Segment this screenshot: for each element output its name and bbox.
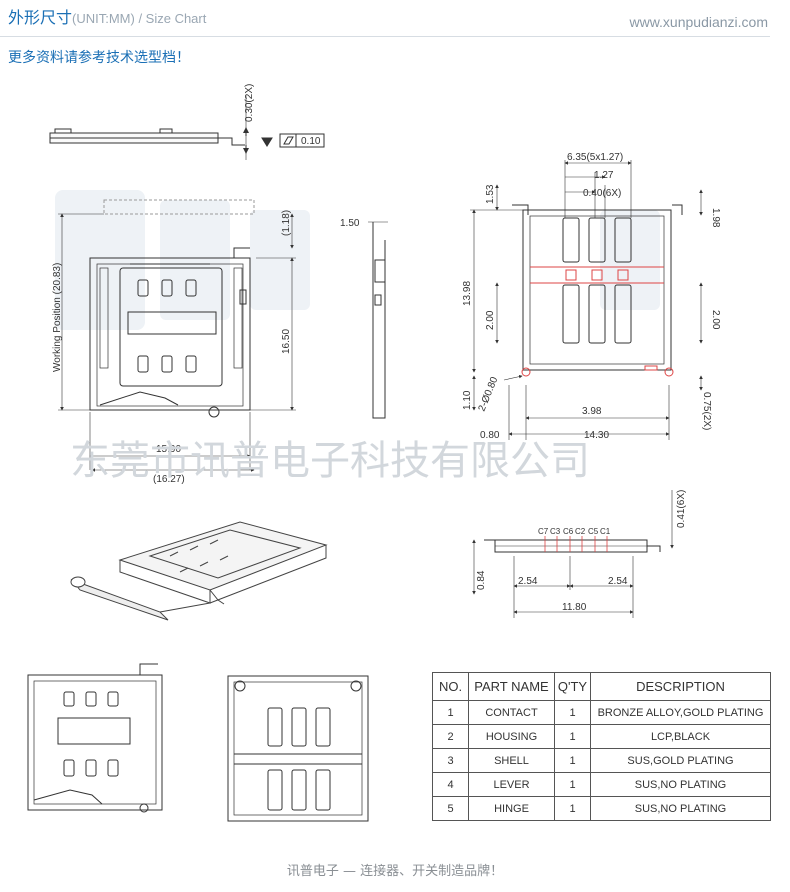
dim-top-1-98: 1.98: [710, 208, 721, 228]
table-row: 1 CONTACT 1 BRONZE ALLOY,GOLD PLATING: [432, 700, 771, 725]
top-view-dims: [470, 160, 703, 440]
dim-width-11-80: 11.80: [562, 602, 587, 613]
narrow-side-view: [368, 221, 388, 419]
table-header-row: NO. PART NAME Q'TY DESCRIPTION: [432, 672, 771, 701]
dim-pin-3-98: 3.98: [582, 406, 602, 417]
cell-part-name: CONTACT: [468, 700, 555, 725]
dim-side-thickness: 0.30(2X): [244, 84, 255, 122]
dim-bottom-1-10: 1.10: [462, 390, 473, 410]
table-row: 5 HINGE 1 SUS,NO PLATING: [432, 796, 771, 821]
header-divider: [0, 36, 770, 37]
dim-pin-0-75: 0.75(2X): [701, 392, 712, 430]
cell-qty: 1: [554, 748, 591, 773]
cell-qty: 1: [554, 724, 591, 749]
cell-qty: 1: [554, 772, 591, 797]
cell-part-name: HINGE: [468, 796, 555, 821]
dim-top-1-53: 1.53: [485, 184, 496, 204]
bottom-view-left: [27, 663, 163, 813]
cell-part-name: SHELL: [468, 748, 555, 773]
dim-working-position: Working Position (20.83): [52, 263, 63, 372]
contact-label-c2: C2: [575, 527, 586, 536]
table-row: 2 HOUSING 1 LCP,BLACK: [432, 724, 771, 749]
dim-front-top: (1.18): [281, 210, 292, 236]
dim-pad-width: 0.40(6X): [583, 188, 621, 199]
dim-pad-2-00-left: 2.00: [485, 310, 496, 330]
cell-part-name: LEVER: [468, 772, 555, 797]
cell-qty: 1: [554, 796, 591, 821]
dim-pad-2-00-right: 2.00: [710, 310, 721, 330]
dim-height-13-98: 13.98: [462, 281, 473, 306]
dim-pitch-total: 6.35(5x1.27): [567, 152, 623, 163]
title-cn: 外形尺寸: [8, 8, 73, 27]
cell-description: SUS,NO PLATING: [590, 796, 771, 821]
parts-table: NO. PART NAME Q'TY DESCRIPTION 1 CONTACT…: [432, 672, 771, 821]
contact-label-c1: C1: [600, 527, 611, 536]
website-url[interactable]: www.xunpudianzi.com: [629, 14, 768, 30]
col-header-description: DESCRIPTION: [590, 672, 771, 701]
dim-pin-2-54-right: 2.54: [608, 576, 628, 587]
cell-no: 2: [432, 724, 469, 749]
cell-description: SUS,NO PLATING: [590, 772, 771, 797]
col-header-no: NO.: [432, 672, 469, 701]
dim-pitch: 1.27: [594, 170, 614, 181]
dim-width-14-30: 14.30: [584, 430, 609, 441]
perspective-view: [70, 521, 328, 621]
dim-hole: 2-Ø0.80: [477, 375, 501, 413]
cell-no: 3: [432, 748, 469, 773]
contact-view-dims: [472, 490, 674, 618]
footer-slogan: 讯普电子 — 连接器、开关制造品牌！: [286, 864, 504, 879]
side-profile-view: [49, 96, 249, 160]
front-view: [89, 199, 255, 418]
title-unit: (UNIT:MM) / Size Chart: [72, 11, 207, 26]
dim-pin-2-54-left: 2.54: [518, 576, 538, 587]
contact-label-c6: C6: [563, 527, 574, 536]
dim-length-16-50: 16.50: [281, 329, 292, 354]
cell-no: 1: [432, 700, 469, 725]
cell-part-name: HOUSING: [468, 724, 555, 749]
dim-side-1-50: 1.50: [340, 218, 360, 229]
contact-side-view: [484, 536, 661, 553]
front-view-dims: [58, 213, 296, 472]
cell-description: BRONZE ALLOY,GOLD PLATING: [590, 700, 771, 725]
watermark-company: 东莞市讯普电子科技有限公司: [70, 438, 590, 484]
page-title: 外形尺寸(UNIT:MM) / Size Chart: [8, 4, 206, 28]
cell-no: 4: [432, 772, 469, 797]
dim-left-0-80: 0.80: [480, 430, 500, 441]
dim-flatness: 0.10: [301, 136, 321, 147]
contact-labels: C7 C3 C6 C2 C5 C1: [538, 527, 611, 536]
dim-contact-0-41: 0.41(6X): [676, 490, 687, 528]
dim-width-15-90: 15.90: [156, 444, 181, 455]
col-header-part-name: PART NAME: [468, 672, 555, 701]
cell-description: SUS,GOLD PLATING: [590, 748, 771, 773]
contact-label-c7: C7: [538, 527, 549, 536]
top-view: [512, 204, 683, 377]
flatness-symbol: [261, 133, 325, 148]
col-header-qty: Q'TY: [554, 672, 591, 701]
contact-label-c5: C5: [588, 527, 599, 536]
watermark-logo: [55, 190, 660, 330]
cell-qty: 1: [554, 700, 591, 725]
table-row: 4 LEVER 1 SUS,NO PLATING: [432, 772, 771, 797]
subtitle-link[interactable]: 更多资料请参考技术选型档！: [8, 50, 190, 66]
cell-description: LCP,BLACK: [590, 724, 771, 749]
dim-width-16-27: (16.27): [153, 474, 185, 485]
table-row: 3 SHELL 1 SUS,GOLD PLATING: [432, 748, 771, 773]
cell-no: 5: [432, 796, 469, 821]
bottom-view-right: [227, 675, 369, 822]
contact-label-c3: C3: [550, 527, 561, 536]
dim-height-0-84: 0.84: [476, 570, 487, 590]
